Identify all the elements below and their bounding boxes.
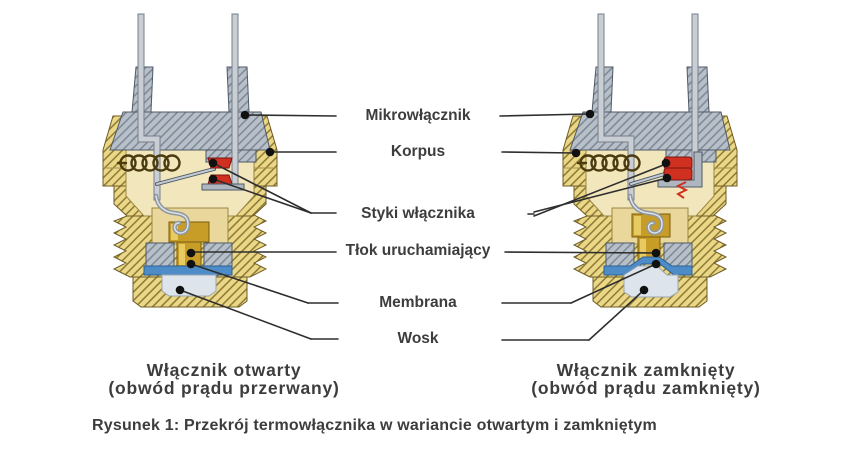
label-tlok-uruchamiajacy: Tłok uruchamiający [345,242,491,259]
switch-blade-highlight [156,168,215,185]
hook-wire-highlight [629,195,663,234]
wax [623,265,679,298]
contact-spring [675,181,689,199]
anchor-dot [571,148,581,158]
caption-open-switch: Włącznik otwarty (obwód prądu przerwany) [108,361,339,397]
leader-line [244,114,337,117]
leader-line [212,162,312,214]
piston-guide-right [203,242,233,267]
anchor-dot [585,109,595,119]
microswitch-slab [569,111,731,151]
leader-line [212,178,312,214]
anchor-dot [651,248,661,258]
caption-closed-switch: Włącznik zamknięty (obwód prądu zamknięt… [531,361,760,397]
anchor-dot [175,285,185,295]
leader-line [499,113,589,117]
anchor-dot [651,259,661,269]
piston-highlight [640,239,646,259]
label-mikrowlacznik: Mikrowłącznik [365,107,471,124]
piston-highlight [634,216,641,235]
contact-bracket [201,183,245,191]
open-switch-diagram [102,13,278,308]
anchor-dot [208,158,218,168]
anchor-dot [208,174,218,184]
anchor-dot [662,173,672,183]
hook-wire-highlight [155,195,189,234]
spring-coil [116,154,181,172]
switch-blade-highlight [630,172,669,185]
anchor-dot [639,285,649,295]
figure-caption: Rysunek 1: Przekrój termowłącznika w war… [92,417,657,434]
spring-coil [576,154,641,172]
leader-line [570,263,657,304]
wax [161,274,217,297]
anchor-dot [186,248,196,258]
piston-guide-left [145,242,175,267]
terminal-pin-left [137,13,161,201]
label-styki-wlacznika: Styki włącznika [361,205,475,222]
leader-line [588,289,645,341]
leader-lines-layer [175,109,672,341]
piston-highlight [179,244,185,265]
caption-closed-line2: (obwód prądu zamknięty) [531,378,761,398]
caption-open-line2: (obwód prądu przerwany) [108,378,340,398]
leader-line [179,289,312,340]
anchor-dot [186,259,196,269]
closed-switch-diagram [562,13,738,308]
anchor-dot [265,147,275,157]
caption-open-line1: Włącznik otwarty [146,360,302,380]
piston-guide-left [605,242,635,267]
leader-line [504,251,657,254]
leader-line [501,151,575,154]
label-membrana: Membrana [379,294,457,311]
leader-line [533,163,667,217]
terminal-pin-left [597,13,635,201]
terminal-pin-right [231,13,239,187]
label-wosk: Wosk [397,330,439,347]
anchor-dot [661,158,671,168]
leader-line [190,263,309,304]
caption-closed-line1: Włącznik zamknięty [556,360,736,380]
anchor-dot [240,110,250,120]
label-korpus: Korpus [390,143,446,160]
piston-guide-right [663,242,693,267]
leader-line [533,177,668,213]
